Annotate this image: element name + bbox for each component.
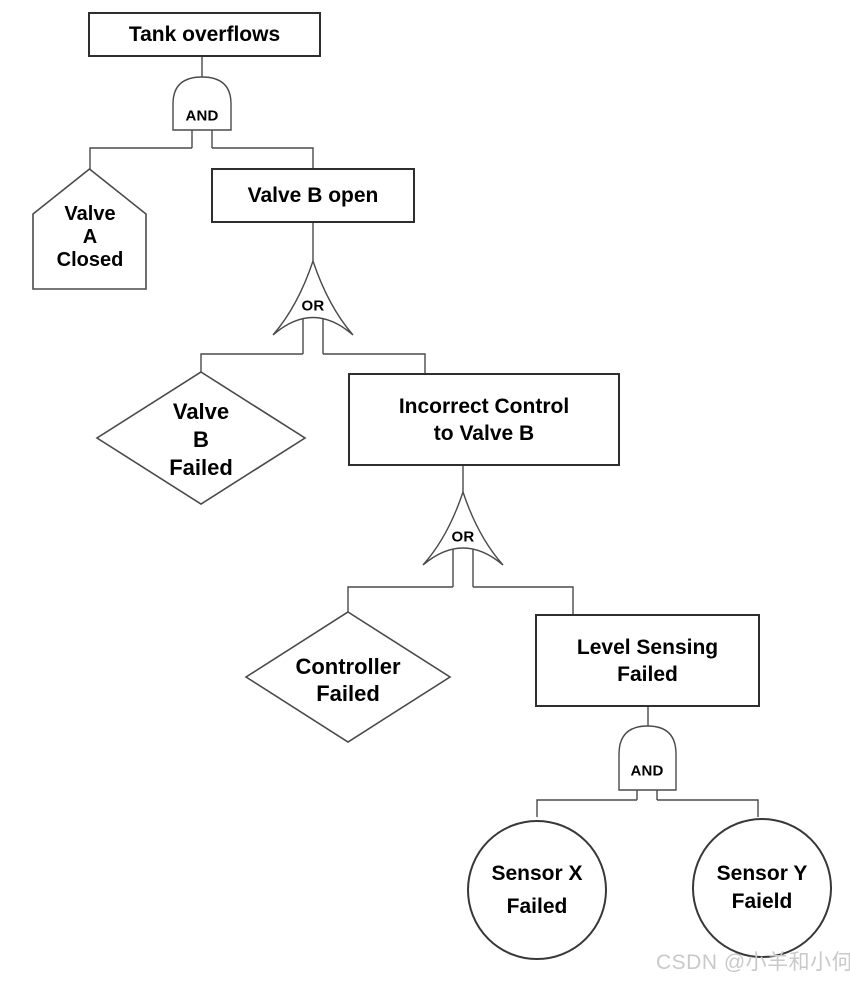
node-incorrect-control-label-line1: Incorrect Control — [398, 394, 570, 418]
watermark-text: CSDN @小羊和小何 — [656, 951, 850, 974]
or-gate-1-shape — [272, 258, 354, 336]
connector-and1-to-valve-a — [89, 147, 192, 170]
connector-or1-to-incorrect-control — [323, 353, 426, 373]
and-gate-1-shape — [172, 76, 232, 131]
node-controller-failed-line2: Failed — [316, 681, 380, 706]
node-valve-b-failed-line2: B — [193, 427, 209, 452]
node-sensor-y-faield-line2: Faield — [731, 890, 793, 913]
and-gate-2-shape — [618, 725, 677, 791]
node-sensor-y-faield-line1: Sensor Y — [716, 862, 808, 885]
or-gate-2-shape — [422, 489, 504, 566]
node-sensor-x-failed-line2: Failed — [506, 895, 568, 918]
house-shape-valve-a-closed — [32, 167, 147, 290]
connector-and1-to-valve-b-open — [212, 147, 314, 168]
and-gate-1-stubs — [191, 130, 213, 148]
connector-or2-to-controller-failed — [347, 586, 453, 612]
node-tank-overflows: Tank overflows — [88, 12, 321, 57]
node-controller-failed-label: Controller Failed — [258, 653, 438, 707]
connector-or2-to-level-sensing — [473, 586, 574, 614]
node-valve-b-open: Valve B open — [211, 168, 415, 223]
or-gate-2-label: OR — [451, 528, 475, 546]
or-gate-1-label: OR — [301, 297, 325, 315]
node-valve-a-closed-label: Valve A Closed — [34, 203, 146, 272]
and-gate-2-label: AND — [630, 762, 664, 780]
diamond-shape-valve-b-failed — [95, 371, 307, 505]
node-sensor-x-failed-line1: Sensor X — [491, 862, 583, 885]
node-sensor-y-faield: Sensor Y Faield — [692, 818, 832, 958]
connector-and2-to-sensor-y — [657, 799, 759, 817]
node-incorrect-control-label-line2: to Valve B — [433, 421, 535, 445]
node-level-sensing-failed-label-line1: Level Sensing — [576, 635, 719, 659]
node-sensor-x-failed: Sensor X Failed — [467, 820, 607, 960]
node-valve-b-open-label: Valve B open — [247, 183, 379, 207]
node-valve-b-failed-line1: Valve — [172, 399, 230, 424]
connector-or1-to-valve-b-failed — [200, 353, 303, 373]
and-gate-2-stubs — [636, 790, 658, 800]
node-level-sensing-failed: Level Sensing Failed — [535, 614, 760, 707]
node-valve-a-closed-line3: Closed — [56, 249, 124, 271]
node-controller-failed-line1: Controller — [295, 654, 401, 679]
node-valve-a-closed-line1: Valve — [64, 203, 116, 225]
or-gate-2-stubs — [452, 549, 474, 587]
node-valve-a-closed-line2: A — [82, 226, 98, 248]
node-level-sensing-failed-label-line2: Failed — [617, 662, 678, 686]
node-valve-b-failed-line3: Failed — [169, 455, 233, 480]
node-incorrect-control: Incorrect Control to Valve B — [348, 373, 620, 466]
connector-and2-to-sensor-x — [536, 799, 637, 817]
or-gate-1-stubs — [302, 319, 324, 354]
and-gate-1-label: AND — [185, 107, 219, 125]
diamond-shape-controller-failed — [244, 611, 452, 743]
node-tank-overflows-label: Tank overflows — [128, 22, 281, 46]
node-valve-b-failed-label: Valve B Failed — [121, 398, 281, 482]
